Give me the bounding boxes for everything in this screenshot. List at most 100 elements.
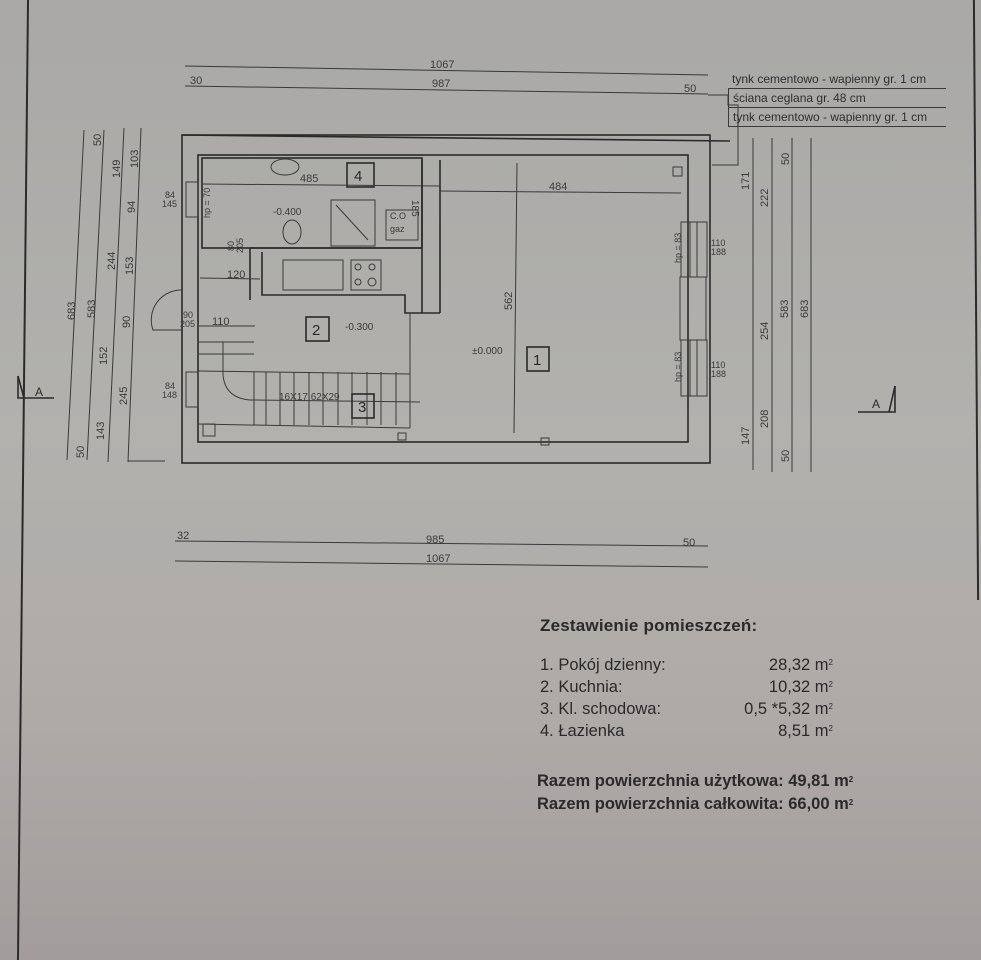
- dim-left: 103: [129, 150, 141, 168]
- stairs-spec: 16X17,62X29: [279, 392, 340, 403]
- room-1-number: 1: [533, 352, 541, 369]
- dim-bottom-overall: 1067: [426, 553, 450, 565]
- dim-bottom-seg: 32: [177, 530, 189, 542]
- section-label-right: A: [872, 397, 880, 411]
- dim-room1-width: 484: [549, 181, 567, 193]
- dim-bottom-seg: 985: [426, 534, 444, 546]
- boiler-label-co: C.O: [390, 211, 406, 221]
- level-room2: -0.300: [345, 322, 374, 333]
- section-marker-right: A: [858, 385, 896, 413]
- total-overall-area: Razem powierzchnia całkowita: 66,00 m2: [537, 793, 853, 816]
- total-usable-area: Razem powierzchnia użytkowa: 49,81 m2: [537, 770, 853, 793]
- room-1-label-box: [526, 346, 550, 372]
- section-marker-left: A: [17, 375, 54, 399]
- dim-top-seg: 987: [432, 78, 450, 90]
- outer-walls: [181, 134, 731, 464]
- dim-left: 50: [75, 446, 87, 458]
- summary-row: 2. Kuchnia: 10,32 m2: [537, 676, 853, 698]
- dim-left: 143: [95, 422, 107, 440]
- windows-left: 84 145 hp = 70 84 148 90 205 80 205: [150, 181, 245, 408]
- dim-bottom-seg: 50: [683, 537, 695, 549]
- door-label: 90: [183, 310, 193, 320]
- dim-left: 152: [98, 347, 110, 365]
- unit-sup: 2: [848, 798, 854, 807]
- total-overall-text: Razem powierzchnia całkowita: 66,00 m: [537, 795, 849, 813]
- room-name: 1. Pokój dzienny:: [540, 656, 666, 674]
- summary-totals: Razem powierzchnia użytkowa: 49,81 m2 Ra…: [537, 770, 853, 816]
- total-usable-text: Razem powierzchnia użytkowa: 49,81 m: [537, 772, 849, 790]
- section-label-left: A: [35, 385, 43, 399]
- unit-sup: 2: [828, 658, 833, 667]
- area-value: 28,32 m: [768, 656, 829, 674]
- room-name: 4. Łazienka: [540, 722, 625, 740]
- window-label: 188: [711, 369, 726, 379]
- window-label: 110: [711, 360, 725, 370]
- window-label: 84: [165, 381, 175, 391]
- room-3-number: 3: [358, 399, 366, 416]
- window-hp: hp = 83: [673, 233, 683, 263]
- unit-sup: 2: [828, 702, 833, 711]
- dim-top-seg: 30: [190, 75, 202, 87]
- room-area: 8,51 m2: [718, 720, 833, 742]
- dim-right: 254: [759, 322, 771, 340]
- dim-room4-door: 120: [227, 269, 245, 281]
- windows-right: hp = 83 hp = 83 110 188 110 188: [673, 221, 726, 397]
- area-value: 0,5 *5,32 m: [744, 700, 829, 718]
- legend-plaster-outer: tynk cementowo - wapienny gr. 1 cm: [728, 70, 946, 89]
- summary-title: Zestawienie pomieszczeń:: [540, 616, 758, 635]
- window-hp: hp = 83: [673, 352, 683, 382]
- dim-left: 90: [121, 316, 133, 328]
- dim-right: 583: [779, 300, 791, 318]
- door-label: 205: [180, 319, 195, 329]
- legend-plaster-inner: tynk cementowo - wapienny gr. 1 cm: [728, 108, 946, 127]
- dim-room2-width: 110: [212, 316, 230, 328]
- wall-legend: tynk cementowo - wapienny gr. 1 cm ścian…: [728, 70, 946, 127]
- dim-left: 149: [111, 160, 123, 178]
- room-name: 3. Kl. schodowa:: [540, 700, 662, 718]
- window-label: 84: [165, 190, 175, 200]
- dim-room1-height: 562: [503, 292, 515, 310]
- dim-right: 208: [759, 410, 771, 428]
- legend-brick-wall: ściana ceglana gr. 48 cm: [728, 89, 946, 108]
- kitchen: 2 -0.300 110: [198, 252, 440, 342]
- window-label: 110: [711, 238, 725, 248]
- window-label: 145: [162, 199, 177, 209]
- room-4-number: 4: [354, 168, 362, 185]
- unit-sup: 2: [828, 724, 833, 733]
- dim-room4-width: 485: [300, 173, 318, 185]
- bathroom: 4 485 -0.400 C.O gaz 185 120: [199, 157, 441, 300]
- window-hp: hp = 70: [202, 188, 212, 218]
- room-summary: Zestawienie pomieszczeń: 1. Pokój dzienn…: [537, 616, 853, 816]
- unit-sup: 2: [848, 775, 854, 784]
- dim-top-seg: 50: [684, 83, 696, 95]
- room-area: 28,32 m2: [718, 654, 833, 676]
- dim-right: 50: [780, 450, 792, 462]
- dim-left: 244: [106, 252, 118, 270]
- unit-sup: 2: [828, 680, 833, 689]
- dim-left: 94: [126, 201, 138, 213]
- top-dimensions: 1067 30 987 50: [184, 59, 709, 95]
- staircase: 16X17,62X29 3: [197, 313, 421, 429]
- boiler-label-gaz: gaz: [390, 224, 405, 234]
- level-room4: -0.400: [273, 207, 302, 218]
- dim-right: 147: [740, 427, 752, 445]
- room-3-label-box: [351, 393, 375, 419]
- room-2-label-box: [305, 316, 330, 342]
- bottom-dimensions: 32 985 50 1067: [174, 530, 709, 568]
- room-4-label-box: [346, 162, 375, 188]
- dim-top-overall: 1067: [430, 59, 454, 71]
- level-room1: ±0.000: [472, 346, 503, 357]
- room-2-number: 2: [312, 322, 320, 339]
- dim-left: 583: [86, 300, 98, 318]
- dim-right: 171: [740, 172, 752, 190]
- area-value: 8,51 m: [778, 722, 829, 740]
- room-area: 0,5 *5,32 m2: [718, 698, 833, 720]
- area-value: 10,32 m: [768, 678, 829, 696]
- room-name: 2. Kuchnia:: [540, 678, 623, 696]
- window-label: 188: [711, 247, 726, 257]
- dim-left: 50: [92, 134, 104, 146]
- room-area: 10,32 m2: [718, 676, 833, 698]
- door-label: 205: [235, 238, 245, 253]
- right-dimensions: 171 254 147 222 208 50 583 50 683: [740, 138, 812, 472]
